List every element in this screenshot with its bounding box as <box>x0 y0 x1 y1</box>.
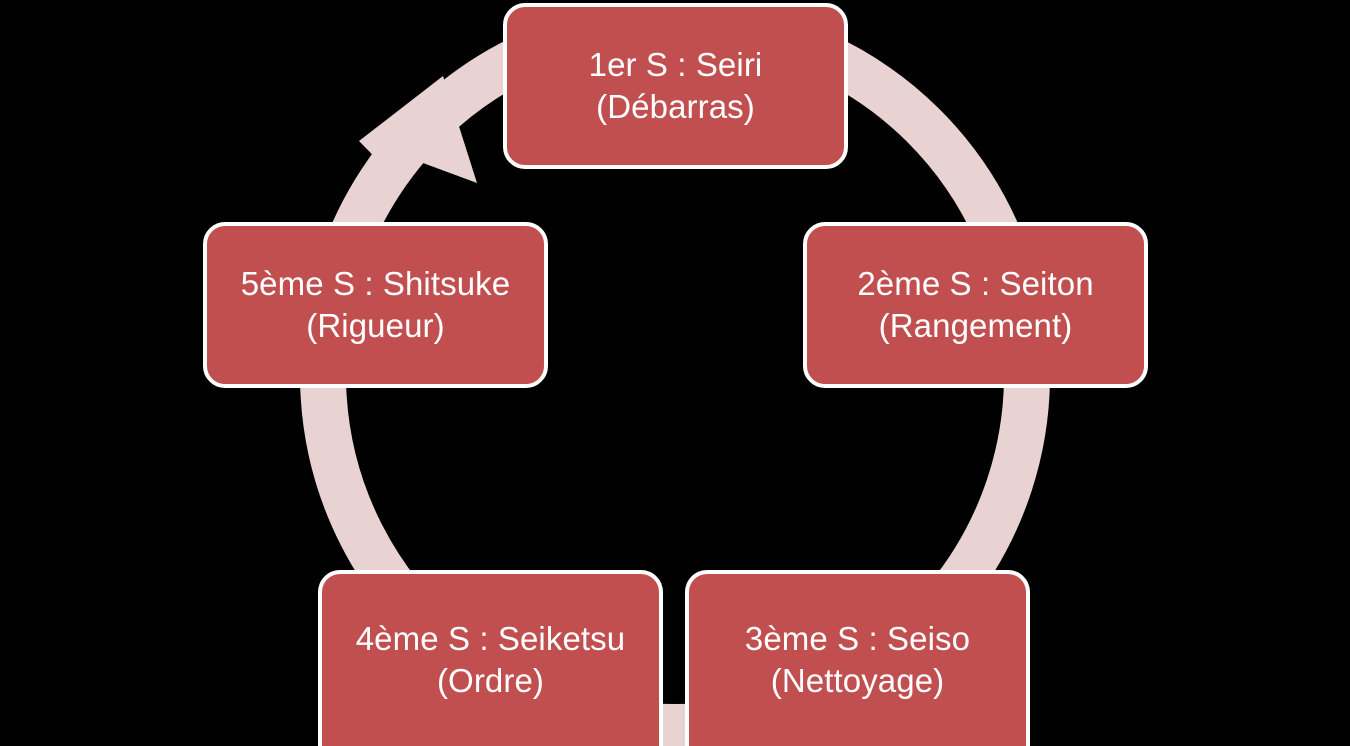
step-2-label: 2ème S : Seiton (Rangement) <box>857 264 1094 344</box>
step-3-label: 3ème S : Seiso (Nettoyage) <box>744 619 971 699</box>
step-box-2-seiton[interactable]: 2ème S : Seiton (Rangement) <box>803 222 1148 388</box>
step-box-5-shitsuke[interactable]: 5ème S : Shitsuke (Rigueur) <box>203 222 548 388</box>
step-5-label: 5ème S : Shitsuke (Rigueur) <box>240 264 511 344</box>
step-1-label: 1er S : Seiri (Débarras) <box>588 45 763 125</box>
cycle-arrowhead <box>359 76 477 186</box>
step-box-1-seiri[interactable]: 1er S : Seiri (Débarras) <box>503 3 848 169</box>
step-4-label: 4ème S : Seiketsu (Ordre) <box>355 619 626 699</box>
step-box-4-seiketsu[interactable]: 4ème S : Seiketsu (Ordre) <box>318 570 663 746</box>
step-box-3-seiso[interactable]: 3ème S : Seiso (Nettoyage) <box>685 570 1030 746</box>
